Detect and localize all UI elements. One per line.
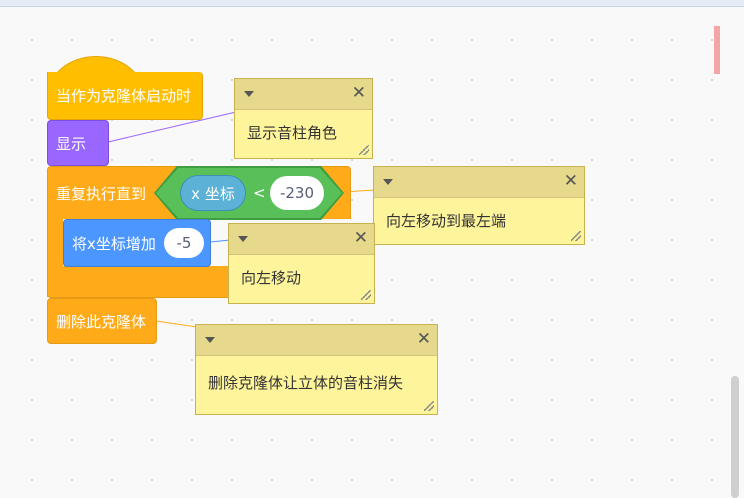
show-block[interactable]: 显示 — [47, 120, 109, 166]
collapse-triangle-icon[interactable] — [383, 179, 393, 185]
comment-header[interactable]: ✕ — [196, 325, 437, 356]
close-icon[interactable]: ✕ — [353, 228, 368, 248]
comment-move-left[interactable]: ✕ 向左移动 — [228, 223, 375, 304]
comment-text[interactable]: 向左移动到最左端 — [386, 212, 507, 230]
comment-delete-clone[interactable]: ✕ 删除克隆体让立体的音柱消失 — [195, 324, 438, 415]
show-label: 显示 — [56, 134, 87, 153]
resize-grip-icon[interactable] — [361, 290, 371, 300]
change-value-input[interactable]: -5 — [164, 228, 204, 258]
scroll-marker — [714, 26, 720, 74]
resize-grip-icon[interactable] — [424, 401, 434, 411]
less-than-sign: < — [253, 184, 266, 202]
vertical-scrollbar[interactable] — [731, 376, 739, 498]
compare-value-input[interactable]: -230 — [270, 176, 324, 210]
comment-show-sound-bar[interactable]: ✕ 显示音柱角色 — [234, 78, 373, 159]
comment-header[interactable]: ✕ — [229, 224, 374, 255]
comment-header[interactable]: ✕ — [235, 79, 372, 110]
comment-move-left-end[interactable]: ✕ 向左移动到最左端 — [373, 166, 585, 245]
delete-clone-label: 删除此克隆体 — [56, 312, 147, 331]
collapse-triangle-icon[interactable] — [238, 236, 248, 242]
resize-grip-icon[interactable] — [359, 145, 369, 155]
workspace-top-border — [0, 0, 744, 7]
collapse-triangle-icon[interactable] — [205, 337, 215, 343]
close-icon[interactable]: ✕ — [416, 329, 431, 349]
change-x-label: 将x坐标增加 — [72, 234, 156, 253]
comment-text[interactable]: 显示音柱角色 — [247, 124, 338, 142]
comment-header[interactable]: ✕ — [374, 167, 584, 198]
delete-clone-block[interactable]: 删除此克隆体 — [47, 298, 157, 344]
comment-text[interactable]: 向左移动 — [241, 269, 302, 287]
collapse-triangle-icon[interactable] — [244, 91, 254, 97]
close-icon[interactable]: ✕ — [563, 171, 578, 191]
comment-text[interactable]: 删除克隆体让立体的音柱消失 — [208, 374, 404, 392]
resize-grip-icon[interactable] — [571, 231, 581, 241]
when-clone-starts-label: 当作为克隆体启动时 — [56, 87, 192, 105]
when-clone-starts-block[interactable]: 当作为克隆体启动时 — [47, 72, 203, 120]
x-position-reporter[interactable]: x 坐标 — [180, 175, 246, 211]
repeat-until-label: 重复执行直到 — [56, 184, 147, 203]
close-icon[interactable]: ✕ — [351, 83, 366, 103]
repeat-until-bottom — [47, 266, 237, 298]
